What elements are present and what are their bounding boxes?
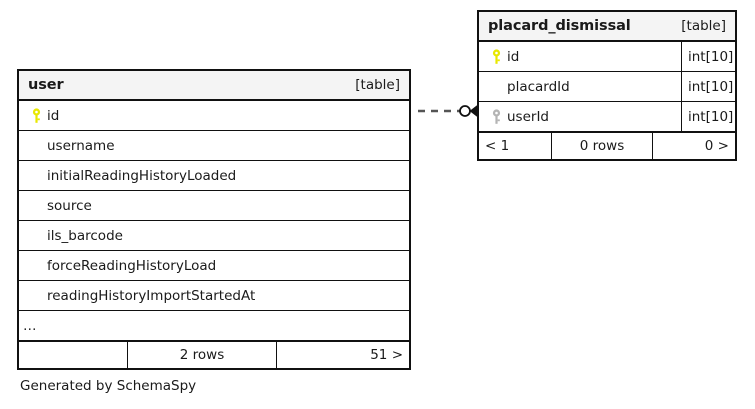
table-type-tag-user: [table] [355, 77, 400, 93]
column-label: userId [507, 108, 549, 125]
column-label: source [47, 197, 92, 214]
column-name-cell: … [19, 318, 409, 334]
column-row-user-id[interactable]: id [19, 101, 409, 131]
column-label: … [23, 317, 38, 334]
footer-row-count: 2 rows [127, 342, 277, 368]
column-label: placardId [507, 78, 570, 95]
entity-table-user[interactable]: user [table] id username initialReadingH… [17, 69, 411, 370]
footer-row-count: 0 rows [551, 133, 653, 159]
column-name-cell: forceReadingHistoryLoad [19, 258, 409, 274]
column-name-cell: initialReadingHistoryLoaded [19, 168, 409, 184]
column-label: initialReadingHistoryLoaded [47, 167, 237, 184]
relationship-connector-user-to-placard-dismissal[interactable] [412, 96, 484, 126]
generated-by-caption: Generated by SchemaSpy [20, 378, 197, 394]
footer-parent-count[interactable] [19, 342, 127, 368]
column-name-cell: username [19, 138, 409, 154]
column-row-user-more-columns: … [19, 311, 409, 341]
footer-child-count[interactable]: 51 > [370, 347, 403, 363]
column-row-user-readinghistoryimportstartedat[interactable]: readingHistoryImportStartedAt [19, 281, 409, 311]
column-name-cell: readingHistoryImportStartedAt [19, 288, 409, 304]
table-title-user: user [28, 77, 64, 93]
column-label: id [507, 48, 520, 65]
table-footer-placard-dismissal: < 1 0 rows 0 > [479, 132, 735, 159]
table-header-placard-dismissal: placard_dismissal [table] [479, 12, 735, 42]
column-row-placard-dismissal-userid[interactable]: userId int[10] [479, 102, 735, 132]
column-label: forceReadingHistoryLoad [47, 257, 217, 274]
column-row-user-ils-barcode[interactable]: ils_barcode [19, 221, 409, 251]
entity-table-placard-dismissal[interactable]: placard_dismissal [table] id int[10] pla… [477, 10, 737, 161]
column-label: ils_barcode [47, 227, 123, 244]
column-type: int[10] [681, 102, 735, 131]
table-footer-user: 2 rows 51 > [19, 341, 409, 368]
primary-key-icon [25, 107, 47, 124]
column-label: username [47, 137, 115, 154]
column-name-cell: id [479, 49, 681, 65]
column-type: int[10] [681, 42, 735, 71]
column-row-placard-dismissal-id[interactable]: id int[10] [479, 42, 735, 72]
column-label: id [47, 107, 60, 124]
column-name-cell: id [19, 108, 409, 124]
column-label: readingHistoryImportStartedAt [47, 287, 256, 304]
column-name-cell: source [19, 198, 409, 214]
column-name-cell: userId [479, 109, 681, 125]
column-row-user-source[interactable]: source [19, 191, 409, 221]
column-row-user-initialreadinghistoryloaded[interactable]: initialReadingHistoryLoaded [19, 161, 409, 191]
column-type: int[10] [681, 72, 735, 101]
table-header-user: user [table] [19, 71, 409, 101]
table-type-tag-placard-dismissal: [table] [681, 18, 726, 34]
column-name-cell: ils_barcode [19, 228, 409, 244]
column-row-placard-dismissal-placardid[interactable]: placardId int[10] [479, 72, 735, 102]
foreign-key-icon [485, 108, 507, 125]
footer-child-count[interactable]: 0 > [704, 138, 729, 154]
table-title-placard-dismissal: placard_dismissal [488, 18, 631, 34]
column-row-user-username[interactable]: username [19, 131, 409, 161]
footer-parent-count[interactable]: < 1 [485, 138, 510, 154]
column-name-cell: placardId [479, 79, 681, 95]
primary-key-icon [485, 48, 507, 65]
column-row-user-forcereadinghistoryload[interactable]: forceReadingHistoryLoad [19, 251, 409, 281]
